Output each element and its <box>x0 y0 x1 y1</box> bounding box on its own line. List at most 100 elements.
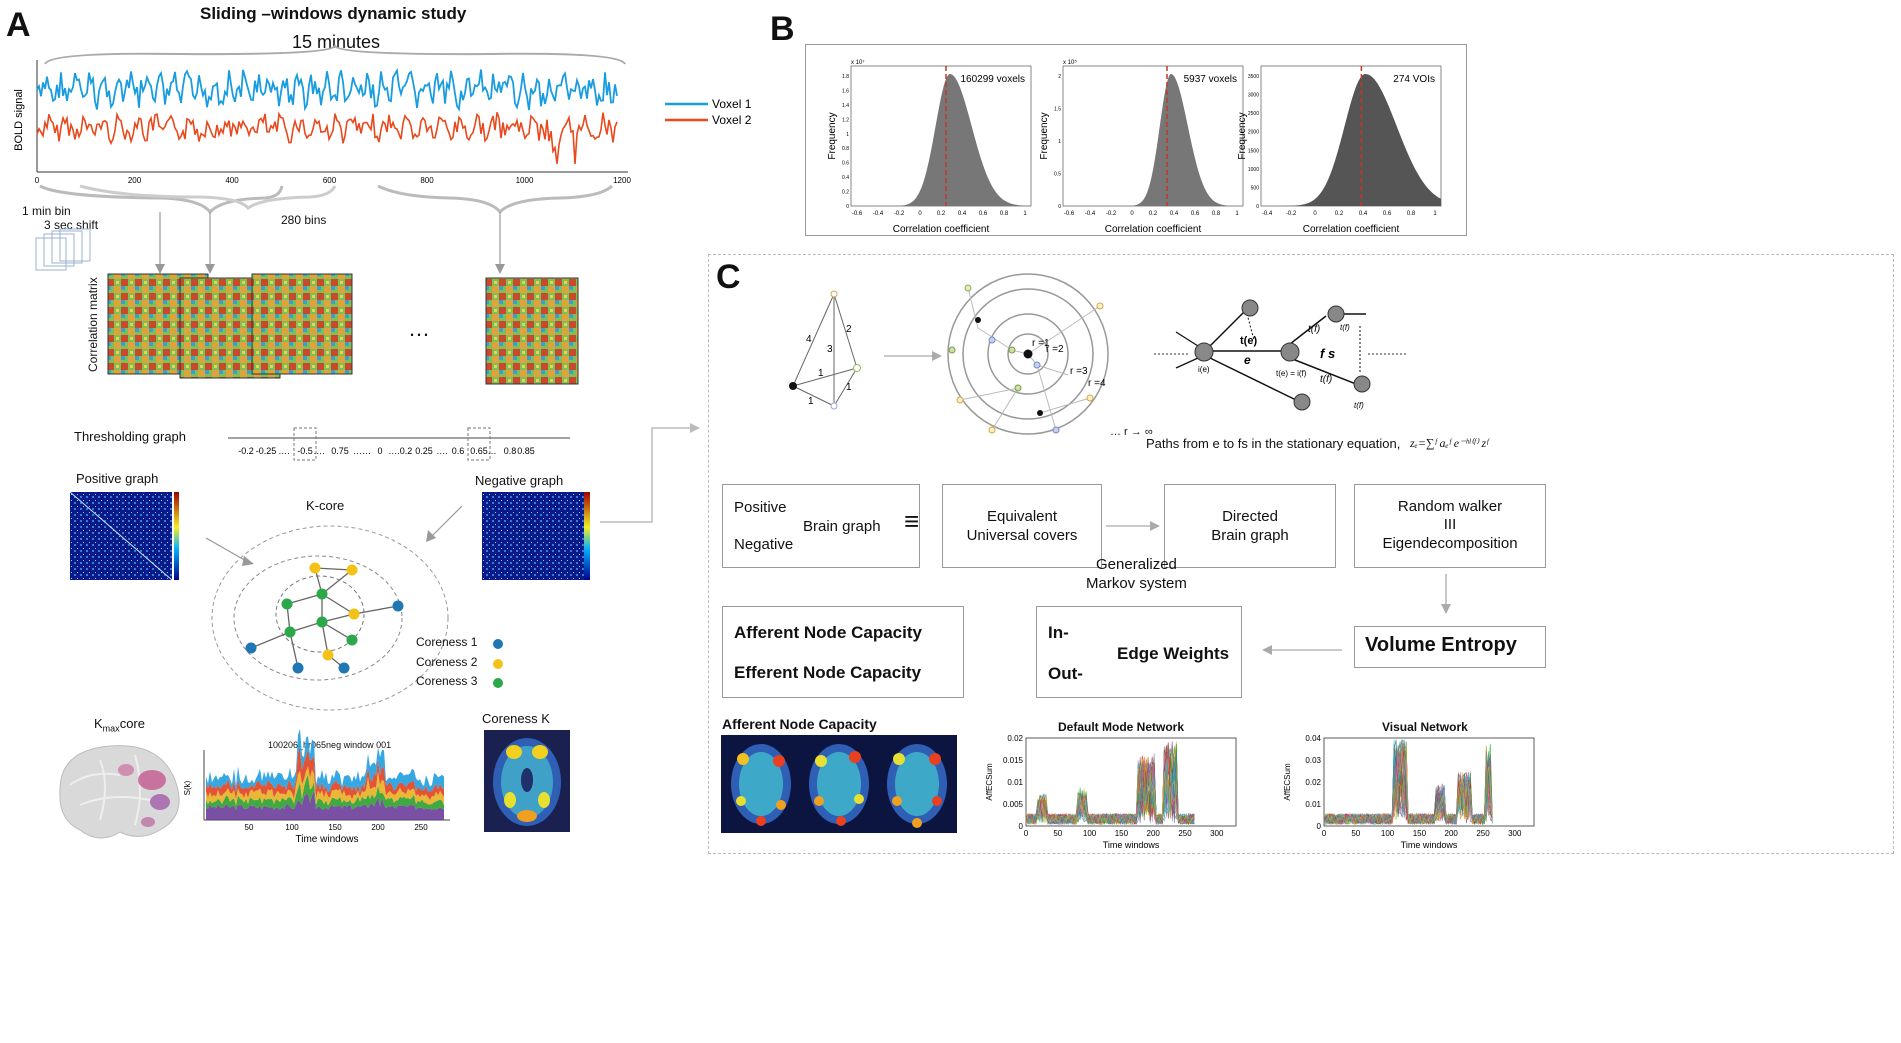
hist-xtick: -0.6 <box>1064 211 1075 217</box>
visual-title: Visual Network <box>1382 720 1468 734</box>
efferent-capacity-label: Efferent Node Capacity <box>734 663 922 682</box>
equivalence-sign: ≡ <box>904 506 920 536</box>
hist-xtick: 1 <box>1023 211 1027 217</box>
hist-ytick: 1.4 <box>842 103 849 109</box>
edge-1c: 1 <box>808 396 814 407</box>
voxel-1-series <box>36 67 618 112</box>
ts-xtick: 100 <box>1381 829 1395 838</box>
in-label: In- <box>1048 623 1069 642</box>
bin-label: 1 min bin <box>22 204 71 218</box>
afferent-capacity-label: Afferent Node Capacity <box>734 623 922 642</box>
bold-x-tick: 800 <box>420 176 434 185</box>
hist-xtick: 0 <box>1130 211 1134 217</box>
panel-c-letter: C <box>716 258 741 296</box>
volume-entropy-box <box>1354 626 1546 668</box>
ts-xtick: 0 <box>1024 829 1029 838</box>
hist-ytick: 0 <box>1256 204 1259 210</box>
hist-annotation: 160299 voxels <box>961 74 1026 85</box>
hist-xtick: 0.4 <box>958 211 967 217</box>
stack-tick: 50 <box>245 823 254 832</box>
flow-tf-4: t(f) <box>1354 401 1364 410</box>
window-arrows <box>155 212 505 274</box>
hist-ylabel: Frequency <box>1039 112 1050 159</box>
hist-ytick: 1 <box>1058 139 1061 145</box>
edge-3: 3 <box>827 344 833 355</box>
edge-weights-label: Edge Weights <box>1117 644 1230 663</box>
negative-graph-matrix <box>482 492 590 580</box>
ts-ytick: 0.02 <box>1007 734 1023 743</box>
radius-4: r =4 <box>1088 378 1106 389</box>
threshold-box-pos <box>467 427 491 461</box>
ts-xtick: 150 <box>1413 829 1427 838</box>
hist-annotation: 5937 voxels <box>1184 74 1237 85</box>
threshold-tick: 0.8 <box>504 446 517 456</box>
hist-xlabel: Correlation coefficient <box>1303 224 1400 235</box>
brain-graph-label: Brain graph <box>803 518 881 535</box>
bold-x-tick: 1200 <box>613 176 631 185</box>
cover-arrow <box>884 351 942 361</box>
radius-3: r =3 <box>1070 366 1088 377</box>
universal-cover: r =1 r =2 r =3 r =4 <box>947 273 1109 435</box>
flow-tf-2: t(f) <box>1340 323 1350 332</box>
hist-xtick: 0.6 <box>1191 211 1200 217</box>
coreness-k-brain <box>484 730 570 832</box>
equivalent-label: Equivalent <box>986 508 1058 525</box>
ts-xtick: 200 <box>1147 829 1161 838</box>
corr-matrix-label: Correlation matrix <box>86 277 100 372</box>
stack-layer <box>206 766 444 806</box>
positive-graph-label: Positive graph <box>76 471 159 486</box>
corr-matrix-3 <box>251 273 353 375</box>
hist-xtick: 0.2 <box>1335 211 1344 217</box>
hist-xtick: 0.4 <box>1359 211 1368 217</box>
hist-xtick: -0.2 <box>1286 211 1297 217</box>
hist-xtick: -0.4 <box>873 211 884 217</box>
corr-matrix-n <box>485 277 579 385</box>
hist-xtick: 0.8 <box>1000 211 1009 217</box>
hist-xlabel: Correlation coefficient <box>1105 224 1202 235</box>
ts-ytick: 0.015 <box>1003 756 1024 765</box>
hist-annotation: 274 VOIs <box>1393 74 1435 85</box>
directed-brain-label: Brain graph <box>1211 527 1289 544</box>
hist-ytick: 0 <box>1058 204 1061 210</box>
window-brace-1 <box>39 184 284 215</box>
small-graph: 4 2 3 1 1 1 <box>789 290 861 410</box>
threshold-tick: -0.2 <box>238 446 254 456</box>
flow-e: e <box>1244 353 1251 367</box>
bold-x-tick: 0 <box>35 176 40 185</box>
negative-label: Negative <box>734 536 794 553</box>
hist-ylabel: Frequency <box>827 112 838 159</box>
hist-xtick: 1 <box>1433 211 1437 217</box>
panel-a-letter: A <box>6 6 31 44</box>
paths-caption: Paths from e to fs in the stationary equ… <box>1146 436 1401 451</box>
hist-ytick: 1500 <box>1248 148 1259 154</box>
brain-3d-image <box>59 745 180 839</box>
ts-xlabel: Time windows <box>1401 840 1458 850</box>
edge-4: 4 <box>806 334 812 345</box>
directed-label: Directed <box>1222 508 1278 525</box>
threshold-tick: … <box>488 446 497 456</box>
ts-xtick: 50 <box>1351 829 1360 838</box>
positive-graph-matrix <box>69 491 179 581</box>
hist-xtick: 1 <box>1235 211 1239 217</box>
kmax-label: Kmaxcore <box>94 716 145 734</box>
bold-ylabel: BOLD signal <box>13 89 25 151</box>
hist-ytick: 2500 <box>1248 111 1259 117</box>
panel-b-letter: B <box>770 10 795 48</box>
positive-label: Positive <box>734 499 787 516</box>
bold-x-tick: 1000 <box>516 176 534 185</box>
ts-series <box>1323 741 1493 825</box>
kcore-diagram <box>205 505 463 711</box>
bold-x-tick: 200 <box>128 176 142 185</box>
r-infinity: … r → ∞ <box>1110 426 1153 438</box>
ts-ylabel: AffECSum <box>1283 763 1292 801</box>
hist-xtick: 0 <box>918 211 922 217</box>
hist-ytick: 500 <box>1251 185 1260 191</box>
brain-graph-box <box>722 484 920 568</box>
kcore-title: K-core <box>306 498 345 513</box>
ts-ytick: 0 <box>1317 822 1322 831</box>
